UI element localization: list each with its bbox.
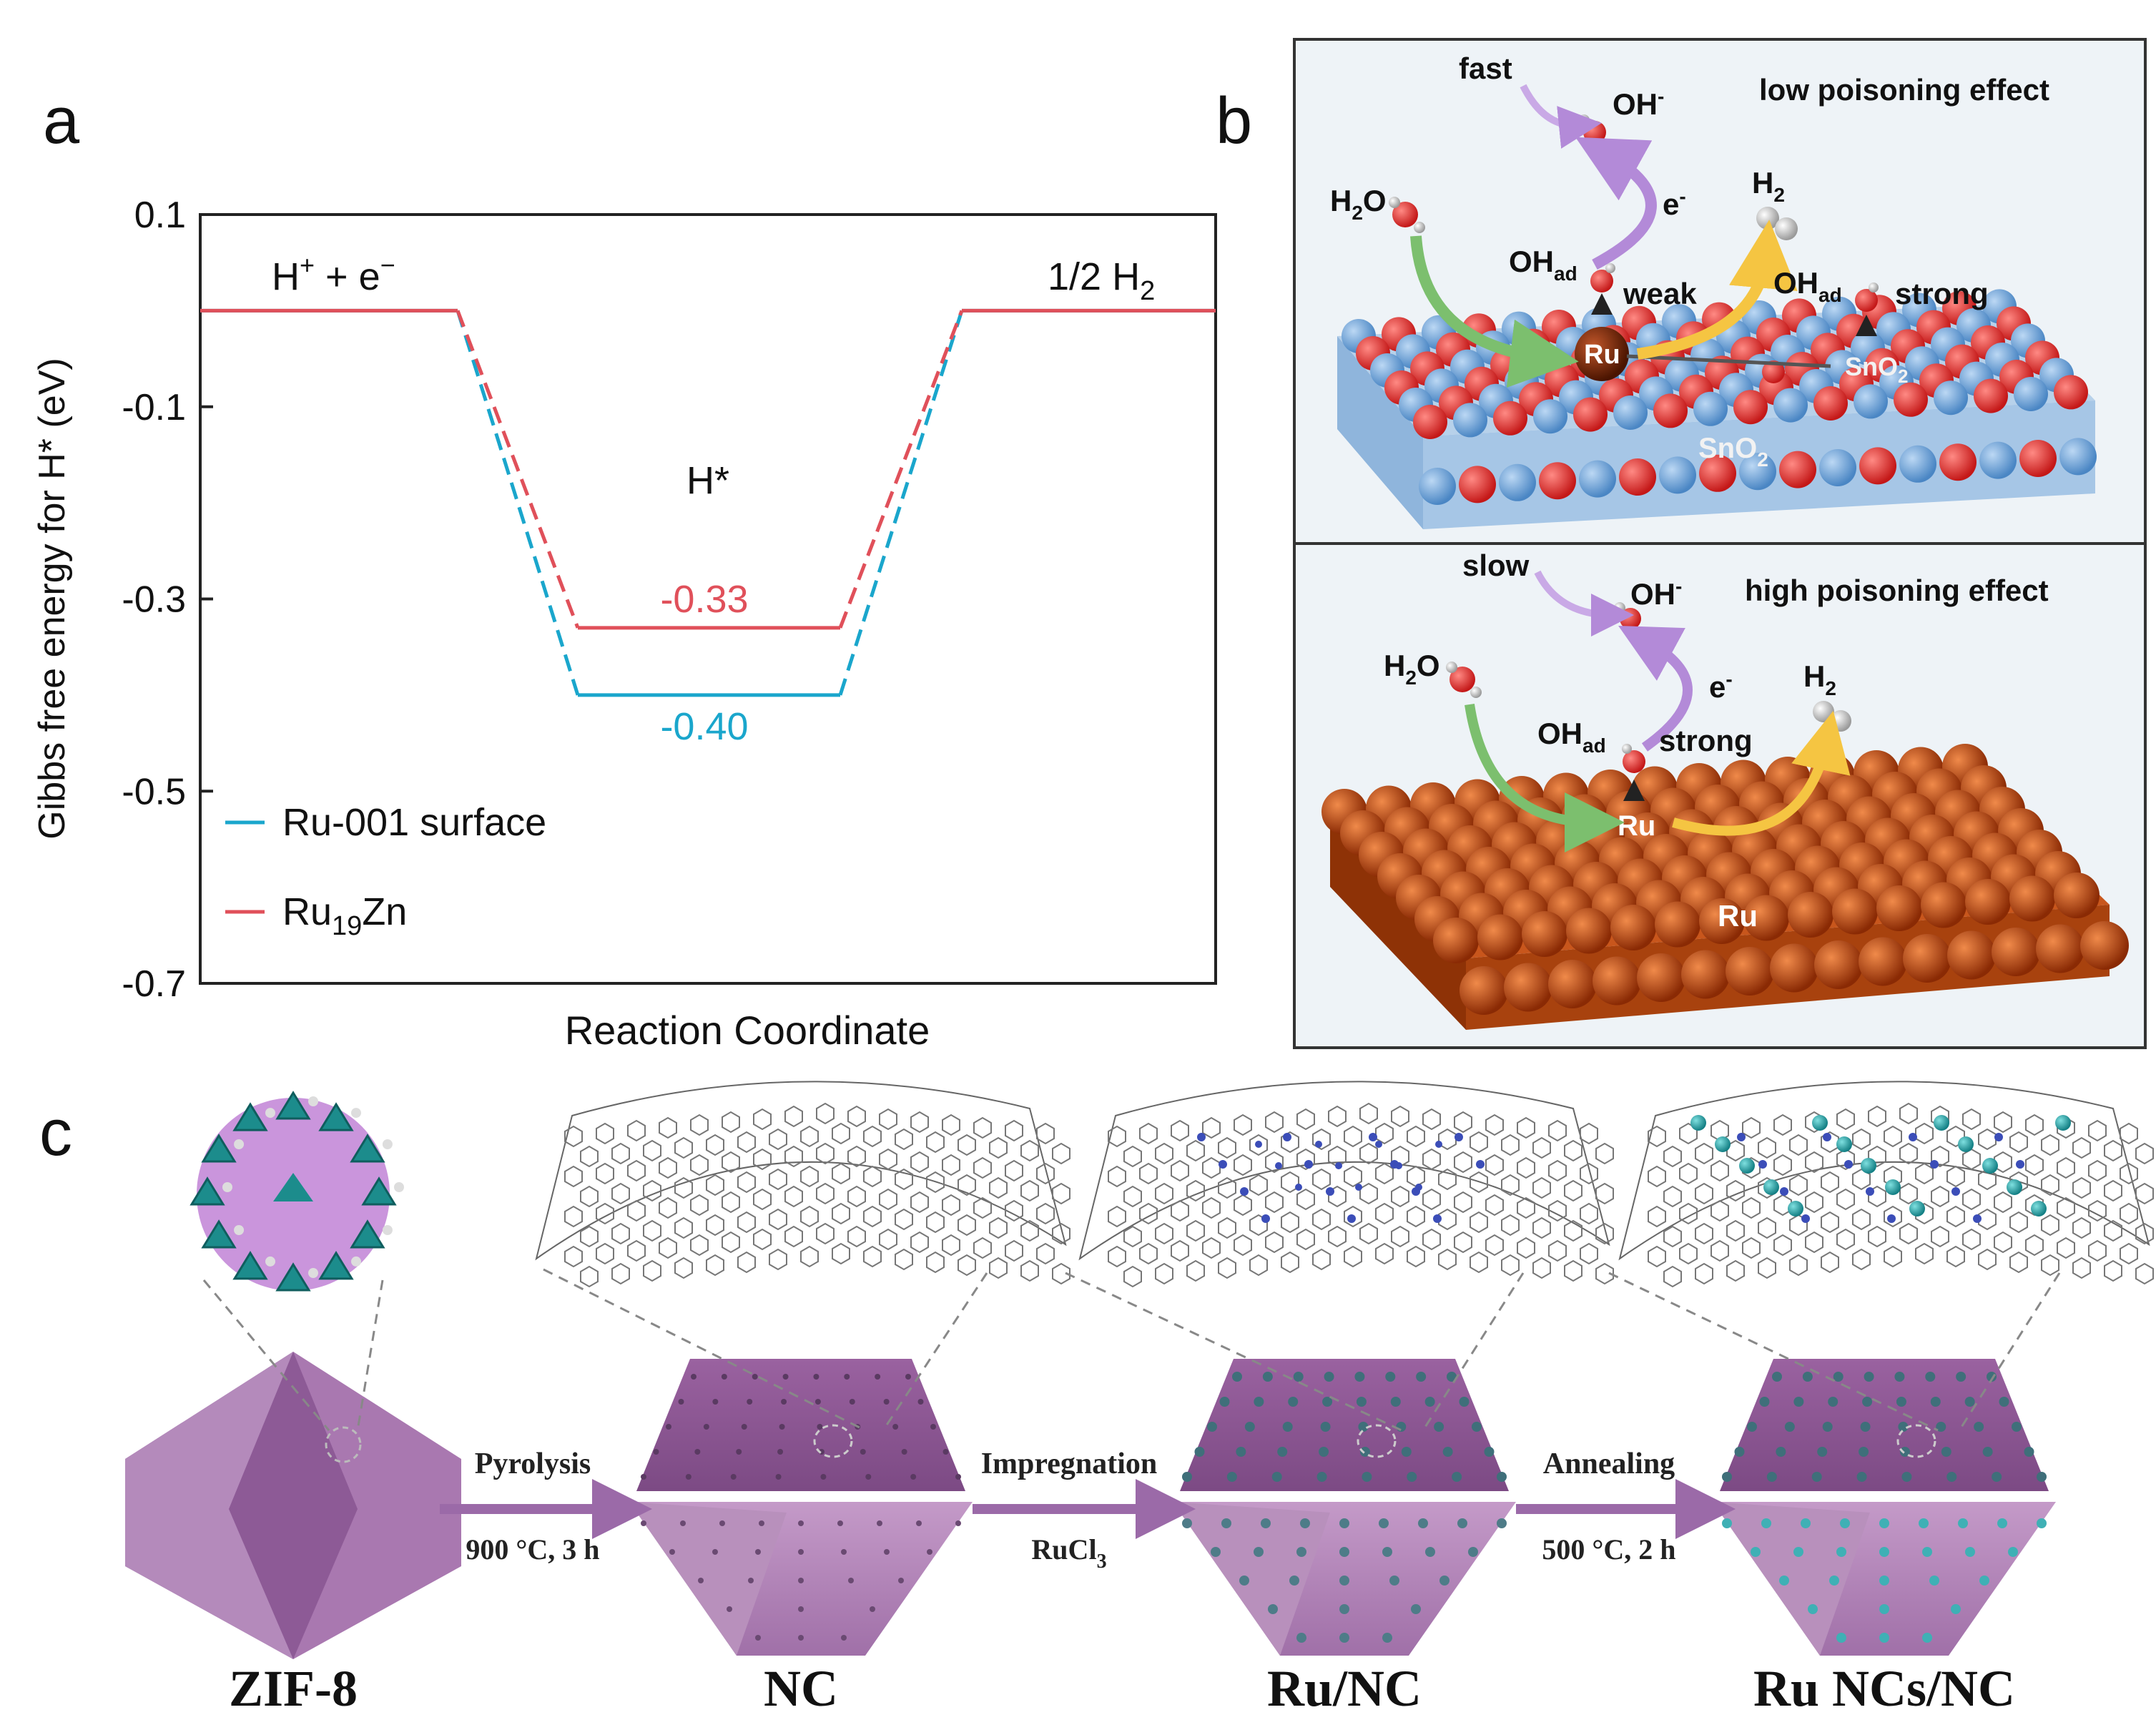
graphene-sheets — [535, 1081, 2154, 1288]
step-condition-impregnation: RuCl3 — [1031, 1533, 1106, 1573]
title-low-poisoning: low poisoning effect — [1759, 73, 2049, 107]
speed-fast: fast — [1459, 51, 1512, 85]
step-condition-pyrolysis: 900 °C, 3 h — [466, 1533, 599, 1566]
oh-ad-weak — [1590, 263, 1615, 315]
energy-connector — [456, 310, 580, 696]
water-molecule-bottom — [1446, 662, 1482, 698]
legend: Ru-001 surface Ru19Zn — [225, 801, 546, 941]
stage-label-nc: NC — [764, 1660, 838, 1717]
y-tick-label: -0.3 — [122, 579, 186, 621]
legend-label-ru-001: Ru-001 surface — [282, 801, 546, 844]
arrow-ru-to-h2-top — [1636, 220, 1798, 360]
ohad-strong-label-top: OHad — [1773, 266, 1842, 306]
energy-connector — [456, 310, 580, 629]
arrow-fast-desorption — [1520, 84, 1602, 149]
strong-label-top: strong — [1895, 277, 1989, 310]
y-tick-label: -0.7 — [122, 963, 186, 1005]
state-label-initial: H+ + e− — [272, 250, 395, 298]
stage-label-zif8: ZIF-8 — [229, 1660, 358, 1717]
y-axis-ticks: 0.1 -0.1 -0.3 -0.5 -0.7 — [122, 195, 213, 1005]
stage-label-ru-ncs-nc: Ru NCs/NC — [1753, 1660, 2015, 1717]
speed-slow: slow — [1462, 549, 1530, 582]
arrow-water-to-ru-top — [1410, 235, 1579, 388]
oh-minus-bottom: OH- — [1630, 575, 1682, 611]
step-condition-annealing: 500 °C, 2 h — [1542, 1533, 1675, 1566]
strong-label-bottom: strong — [1659, 724, 1753, 757]
panel-b-letter: b — [1216, 84, 1252, 157]
y-tick-label: 0.1 — [134, 195, 186, 236]
polyhedron-stage-1 — [629, 1359, 973, 1656]
oh-ad-strong-bottom — [1622, 744, 1645, 801]
sno2-surface-label: SnO2 — [1698, 433, 1768, 471]
sno2-site-label: SnO2 — [1845, 352, 1908, 387]
arrow-electron-top — [1575, 137, 1657, 270]
electron-bottom: e- — [1709, 668, 1733, 704]
legend-label-ru19zn: Ru19Zn — [282, 890, 407, 941]
oh-on-sno2 — [1762, 360, 1785, 383]
step-impregnation: Impregnation RuCl3 — [973, 1448, 1196, 1573]
polyhedron-stage-2 — [1173, 1359, 1516, 1656]
step-pyrolysis: Pyrolysis 900 °C, 3 h — [440, 1448, 652, 1566]
arrow-electron-bottom — [1618, 625, 1693, 752]
ohad-weak-label: OHad — [1509, 245, 1577, 285]
sno2-atoms — [1342, 289, 2097, 505]
ru-site-label-bottom: Ru — [1618, 810, 1655, 842]
state-label-intermediate: H* — [686, 459, 729, 502]
x-axis-label: Reaction Coordinate — [565, 1008, 930, 1053]
y-tick-label: -0.5 — [122, 771, 186, 812]
step-annealing: Annealing 500 °C, 2 h — [1516, 1448, 1736, 1566]
oh-ad-strong — [1855, 282, 1879, 336]
series-0 — [200, 308, 1216, 697]
oh-minus-top: OH- — [1613, 85, 1664, 121]
h2o-bottom: H2O — [1384, 649, 1440, 689]
ru-sno2-bond — [1626, 354, 1831, 368]
ru-atom-label-top: Ru — [1584, 340, 1620, 370]
step-label-pyrolysis: Pyrolysis — [475, 1448, 591, 1480]
panel-c-letter: c — [39, 1096, 72, 1169]
ru-slab — [1321, 744, 2129, 1030]
polyhedron-zif8 — [125, 1352, 461, 1659]
h2-top: H2 — [1752, 166, 1785, 206]
panel-a-letter: a — [43, 84, 80, 157]
arrow-water-to-ru-bottom — [1465, 703, 1625, 852]
panel-b: b Ru SnO2 SnO2 — [1216, 38, 2147, 1049]
zif8-pore-structure — [189, 1091, 404, 1292]
h2o-top: H2O — [1330, 184, 1387, 224]
arrow-ru-to-h2-bottom — [1672, 710, 1851, 836]
value-label-ru-001: -0.40 — [660, 705, 748, 748]
ru-single-atom — [1575, 327, 1629, 381]
step-label-impregnation: Impregnation — [981, 1448, 1158, 1480]
value-label-ru19zn: -0.33 — [660, 578, 748, 621]
panel-c: c Pyrolysis 900 °C, 3 h Impregnation — [39, 1081, 2154, 1717]
water-molecule-top — [1389, 197, 1425, 233]
polyhedra — [125, 1352, 2056, 1659]
step-label-annealing: Annealing — [1543, 1448, 1675, 1480]
energy-series — [200, 308, 1216, 697]
h2-bottom: H2 — [1803, 659, 1836, 699]
energy-connector — [838, 310, 964, 696]
y-axis-label: Gibbs free energy for H* (eV) — [31, 358, 73, 839]
series-1 — [200, 308, 1216, 630]
ohad-strong-label-bottom: OHad — [1537, 717, 1606, 757]
panel-a: a 0.1 -0.1 -0.3 -0.5 -0.7 Gibbs free energy … — [31, 84, 1217, 1053]
ru-surface-label: Ru — [1718, 899, 1758, 933]
stage-label-ru-nc: Ru/NC — [1267, 1660, 1422, 1717]
state-label-final: 1/2 H2 — [1048, 255, 1155, 306]
zoom-guides — [202, 1268, 2061, 1432]
weak-label: weak — [1623, 277, 1697, 310]
y-tick-label: -0.1 — [122, 387, 186, 428]
title-high-poisoning: high poisoning effect — [1745, 574, 2049, 607]
energy-connector — [838, 310, 964, 629]
electron-top: e- — [1663, 185, 1686, 221]
arrow-slow-desorption — [1534, 570, 1634, 637]
polyhedron-stage-3 — [1713, 1359, 2056, 1656]
